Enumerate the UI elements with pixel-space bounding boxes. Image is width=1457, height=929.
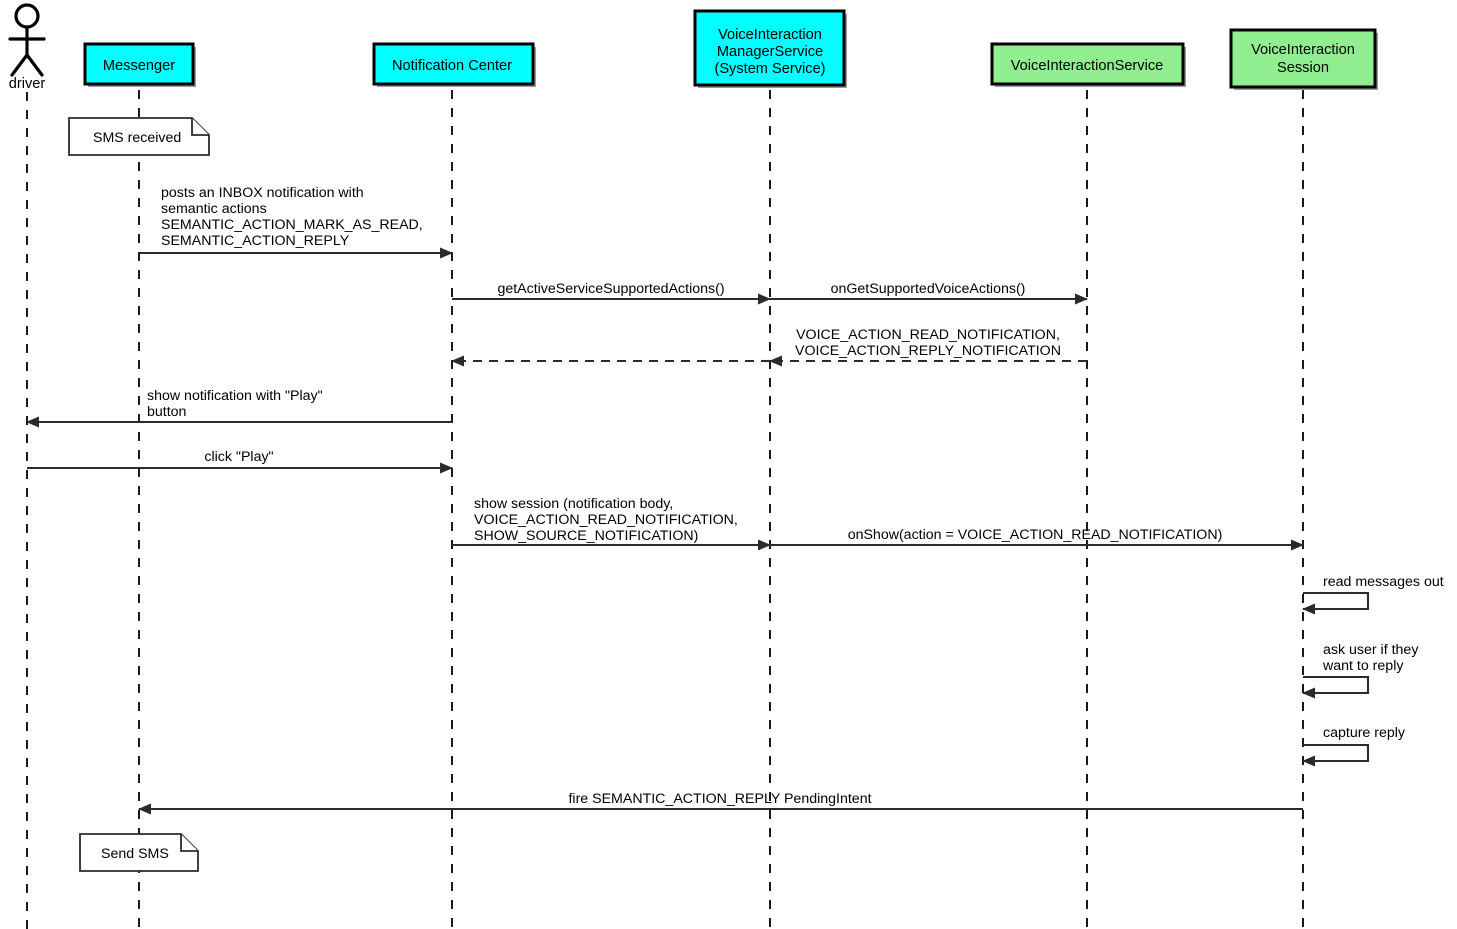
message-show-session-label-1: show session (notification body,: [474, 496, 673, 512]
message-post-inbox-label-1: posts an INBOX notification with: [161, 185, 364, 201]
message-on-show-label: onShow(action = VOICE_ACTION_READ_NOTIFI…: [848, 527, 1223, 543]
message-post-inbox: posts an INBOX notification with semanti…: [139, 185, 453, 259]
note-send-sms-shape: [79, 833, 199, 872]
message-return-actions-label-1: VOICE_ACTION_READ_NOTIFICATION,: [796, 327, 1060, 343]
participant-session-box: [1229, 28, 1377, 89]
message-click-play-label: click "Play": [204, 449, 273, 465]
note-sms-received: SMS received: [68, 117, 210, 156]
note-send-sms-fold: [180, 834, 198, 852]
message-show-session-label-3: SHOW_SOURCE_NOTIFICATION): [474, 528, 698, 544]
message-capture-reply: capture reply: [1302, 725, 1406, 767]
actor-driver-label: driver: [9, 76, 46, 92]
actor-leg-left-icon: [10, 53, 29, 77]
participant-session-label-line1: VoiceInteraction: [1251, 42, 1355, 58]
participant-vims[interactable]: VoiceInteraction ManagerService (System …: [693, 9, 847, 88]
participant-messenger[interactable]: Messenger: [83, 42, 196, 87]
message-post-inbox-label-2: semantic actions: [161, 201, 267, 217]
participant-session[interactable]: VoiceInteraction Session: [1229, 28, 1378, 90]
note-send-sms: Send SMS: [79, 833, 199, 872]
message-show-notification: show notification with "Play" button: [26, 388, 452, 428]
participant-session-label-line2: Session: [1277, 60, 1329, 76]
message-ask-user-reply-arrow: [1302, 675, 1370, 699]
note-send-sms-label: Send SMS: [101, 846, 169, 862]
message-show-session: show session (notification body, VOICE_A…: [452, 496, 771, 551]
participant-messenger-label: Messenger: [103, 58, 175, 74]
message-ask-user-reply-label-2: want to reply: [1322, 658, 1404, 674]
participant-vis[interactable]: VoiceInteractionService: [990, 42, 1186, 87]
message-fire-pending-intent-label: fire SEMANTIC_ACTION_REPLY PendingIntent: [568, 791, 871, 807]
message-get-active-actions: getActiveServiceSupportedActions(): [452, 281, 771, 305]
note-sms-received-label: SMS received: [93, 130, 181, 146]
message-show-notification-label-1: show notification with "Play": [147, 388, 323, 404]
message-on-get-supported-label: onGetSupportedVoiceActions(): [831, 281, 1026, 297]
lifelines-group: [26, 90, 1304, 929]
message-on-show: onShow(action = VOICE_ACTION_READ_NOTIFI…: [770, 527, 1304, 551]
message-click-play: click "Play": [27, 449, 453, 474]
actor-leg-right-icon: [25, 53, 44, 77]
message-read-messages-out: read messages out: [1302, 574, 1444, 615]
message-get-active-actions-label: getActiveServiceSupportedActions(): [497, 281, 724, 297]
message-post-inbox-label-3: SEMANTIC_ACTION_MARK_AS_READ,: [161, 217, 423, 233]
message-return-actions-label-2: VOICE_ACTION_REPLY_NOTIFICATION: [795, 343, 1061, 359]
message-show-session-label-2: VOICE_ACTION_READ_NOTIFICATION,: [474, 512, 738, 528]
message-return-actions: VOICE_ACTION_READ_NOTIFICATION, VOICE_AC…: [769, 327, 1087, 367]
actor-head-icon: [14, 3, 40, 29]
message-read-messages-out-label: read messages out: [1323, 574, 1444, 590]
message-fire-pending-intent: fire SEMANTIC_ACTION_REPLY PendingIntent: [138, 791, 1303, 815]
participant-messenger-box: [83, 42, 195, 86]
message-ask-user-reply-label-1: ask user if they: [1323, 642, 1419, 658]
message-capture-reply-label: capture reply: [1323, 725, 1406, 741]
note-sms-received-fold: [191, 118, 209, 136]
participant-notification-center-box: [372, 42, 535, 86]
message-on-get-supported: onGetSupportedVoiceActions(): [770, 281, 1088, 305]
participant-vims-label-line1: VoiceInteraction: [718, 27, 822, 43]
participant-vims-box: [693, 9, 846, 87]
message-post-inbox-label-4: SEMANTIC_ACTION_REPLY: [161, 233, 350, 249]
participant-vis-box: [990, 42, 1185, 86]
message-capture-reply-arrow: [1302, 743, 1370, 767]
participant-vims-label-line3: (System Service): [714, 61, 825, 77]
actor-driver[interactable]: driver: [8, 3, 46, 92]
message-show-notification-label-2: button: [147, 404, 186, 420]
message-ask-user-reply: ask user if they want to reply: [1302, 642, 1419, 699]
note-sms-received-shape: [68, 117, 210, 156]
participant-notification-center[interactable]: Notification Center: [372, 42, 536, 87]
message-read-messages-out-arrow: [1302, 591, 1370, 615]
participant-vis-label: VoiceInteractionService: [1011, 58, 1164, 74]
participant-notification-center-label: Notification Center: [392, 58, 512, 74]
participant-vims-label-line2: ManagerService: [717, 44, 823, 60]
